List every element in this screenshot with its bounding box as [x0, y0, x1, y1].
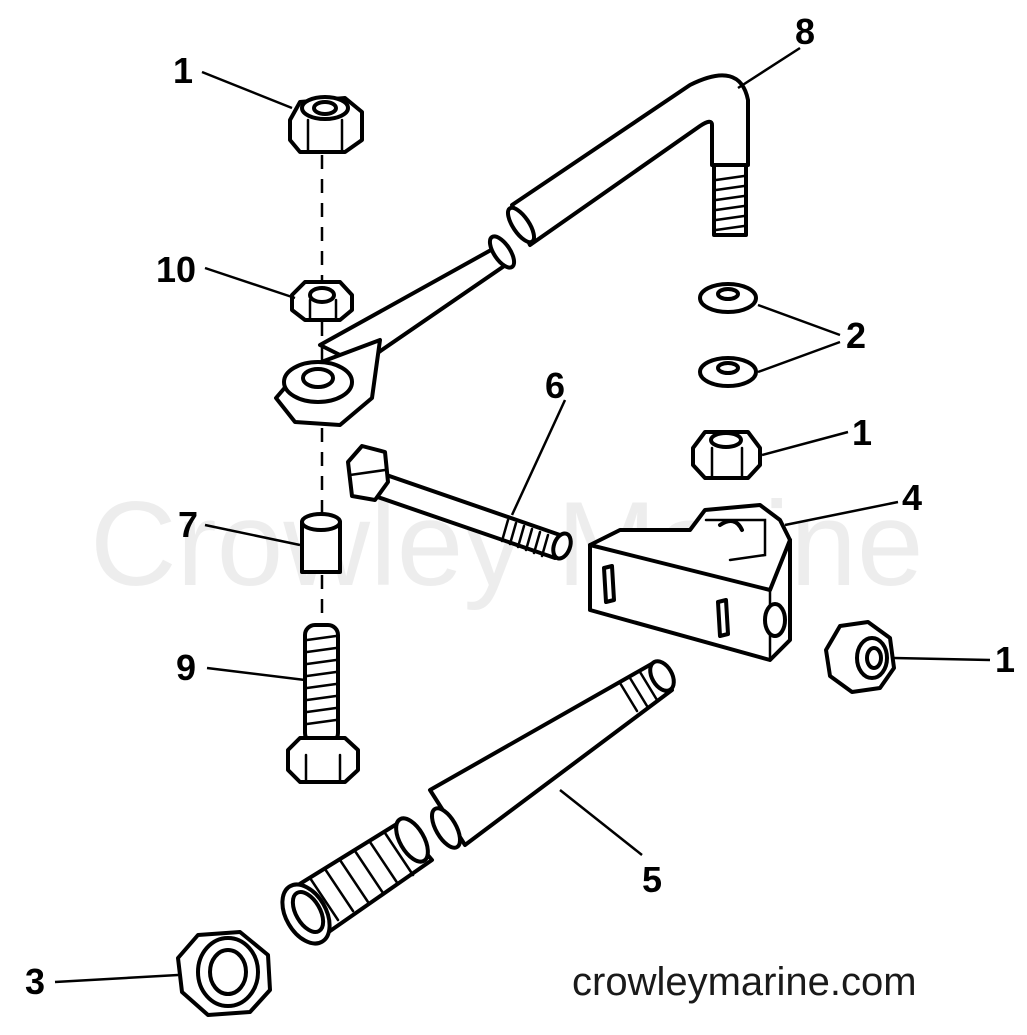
- callout-5: 5: [642, 859, 662, 900]
- part-1-lock-nut-top: [288, 95, 364, 154]
- site-url: crowleymarine.com: [572, 960, 917, 1004]
- part-10-nut: [290, 280, 354, 322]
- callout-6: 6: [545, 365, 565, 406]
- part-1-lock-nut-low: [824, 620, 896, 694]
- part-2-washers: [698, 282, 758, 388]
- watermark-text: Crowley Marine: [90, 477, 924, 611]
- leader-lines: [54, 46, 991, 984]
- callout-1-top: 1: [173, 50, 193, 91]
- part-7-spacer: [300, 512, 342, 574]
- callout-7: 7: [178, 504, 198, 545]
- part-6-bolt: [346, 444, 573, 561]
- part-9-screw: [286, 623, 360, 784]
- callout-9: 9: [176, 647, 196, 688]
- part-8-link-rod: [274, 73, 750, 427]
- callout-2: 2: [846, 315, 866, 356]
- callout-3: 3: [25, 961, 45, 1002]
- callouts: 1 10 8 2 1 6 4 7 1 9 5 3: [25, 11, 1015, 1002]
- callout-8: 8: [795, 11, 815, 52]
- callout-1-mid: 1: [852, 412, 872, 453]
- callout-4: 4: [902, 477, 922, 518]
- callout-1-low: 1: [995, 639, 1015, 680]
- part-3-jam-nut: [176, 930, 272, 1017]
- callout-10: 10: [156, 249, 196, 290]
- part-4-bracket: [588, 503, 792, 662]
- part-5-tube: [280, 659, 676, 946]
- part-1-lock-nut-mid: [691, 430, 762, 480]
